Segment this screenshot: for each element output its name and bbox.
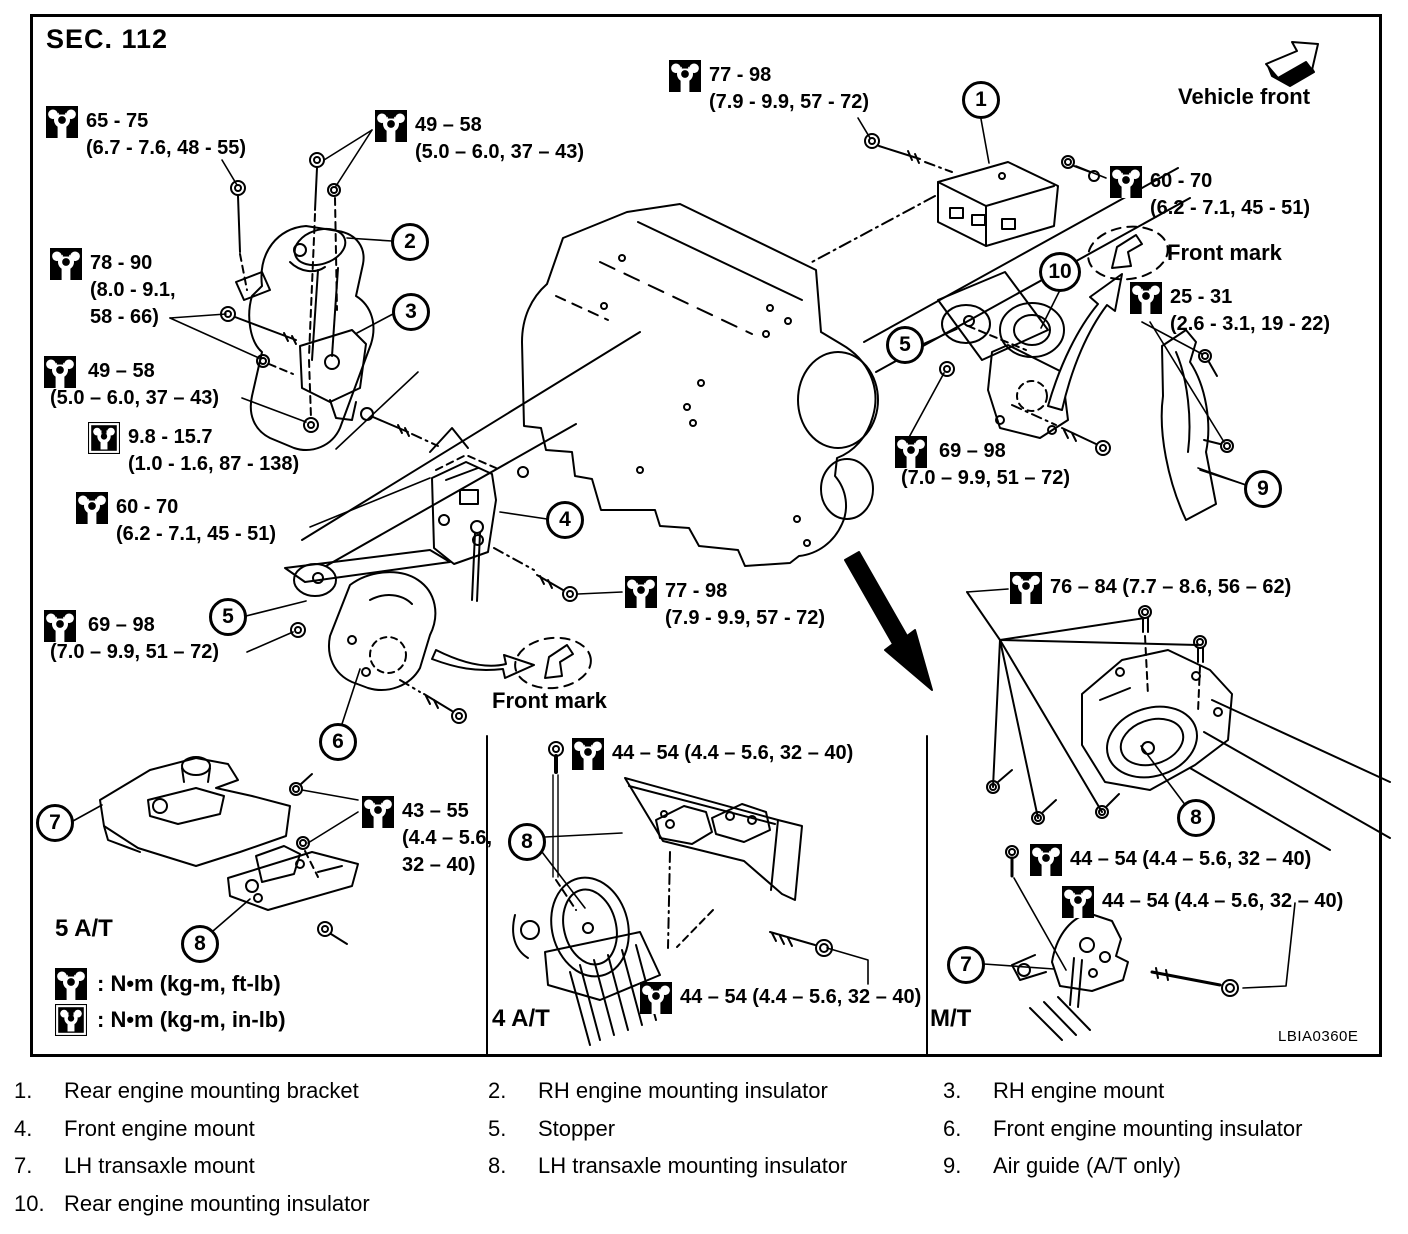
section-title: SEC. 112 bbox=[46, 24, 169, 54]
callout-5-left: 5 bbox=[209, 598, 247, 636]
part-item-10: 10.Rear engine mounting insulator bbox=[14, 1191, 370, 1216]
torque-wrench-icon bbox=[46, 106, 78, 138]
torque-wrench-icon bbox=[44, 356, 76, 388]
torque-wrench-boxed-icon bbox=[55, 1004, 87, 1036]
front-mount-assembly bbox=[284, 454, 578, 724]
torque-wrench-icon bbox=[625, 576, 657, 608]
torque-44-54-mt-2: 44 – 54 (4.4 – 5.6, 32 – 40) bbox=[1062, 886, 1343, 918]
part-item-8: 8.LH transaxle mounting insulator bbox=[488, 1153, 848, 1178]
lh-mount-mt bbox=[966, 591, 1391, 1041]
lh-mount-4at bbox=[512, 741, 833, 1046]
vehicle-front-label: Vehicle front bbox=[1178, 84, 1311, 109]
front-mark-arrow-center bbox=[431, 649, 535, 679]
torque-78-90: 78 - 90(8.0 - 9.1,58 - 66) bbox=[50, 248, 176, 331]
torque-25-31: 25 - 31(2.6 - 3.1, 19 - 22) bbox=[1130, 282, 1330, 338]
part-item-6: 6.Front engine mounting insulator bbox=[943, 1116, 1303, 1141]
torque-wrench-icon bbox=[1110, 166, 1142, 198]
torque-76-84: 76 – 84 (7.7 – 8.6, 56 – 62) bbox=[1010, 572, 1291, 604]
vehicle-front-arrow bbox=[1265, 41, 1319, 87]
torque-60-70-right: 60 - 70(6.2 - 7.1, 45 - 51) bbox=[1110, 166, 1310, 222]
torque-77-98-top: 77 - 98(7.9 - 9.9, 57 - 72) bbox=[669, 60, 869, 116]
torque-44-54-4at-bottom: 44 – 54 (4.4 – 5.6, 32 – 40) bbox=[640, 982, 921, 1014]
front-mark-label-right: Front mark bbox=[1167, 240, 1282, 265]
torque-69-98-right: 69 – 98(7.0 – 9.9, 51 – 72) bbox=[895, 436, 1070, 492]
torque-wrench-boxed-icon bbox=[88, 422, 120, 454]
torque-44-54-4at-top: 44 – 54 (4.4 – 5.6, 32 – 40) bbox=[572, 738, 853, 770]
torque-wrench-icon bbox=[76, 492, 108, 524]
part-item-9: 9.Air guide (A/T only) bbox=[943, 1153, 1181, 1178]
callout-3: 3 bbox=[392, 293, 430, 331]
callout-7-5at: 7 bbox=[36, 804, 74, 842]
callout-1: 1 bbox=[962, 81, 1000, 119]
torque-wrench-icon bbox=[55, 968, 87, 1000]
torque-wrench-icon bbox=[44, 610, 76, 642]
torque-49-58-left: 49 – 58(5.0 – 6.0, 37 – 43) bbox=[44, 356, 219, 412]
torque-wrench-icon bbox=[640, 982, 672, 1014]
part-item-4: 4.Front engine mount bbox=[14, 1116, 255, 1141]
unit-key-ftlb: : N•m (kg-m, ft-lb) bbox=[55, 968, 281, 1000]
air-guide bbox=[1160, 329, 1234, 521]
callout-2: 2 bbox=[391, 223, 429, 261]
part-item-2: 2.RH engine mounting insulator bbox=[488, 1078, 828, 1103]
mt-pointer-arrow bbox=[844, 551, 933, 691]
leader-lines bbox=[72, 117, 1296, 989]
callout-8-4at: 8 bbox=[508, 823, 546, 861]
callout-5-right: 5 bbox=[886, 326, 924, 364]
torque-44-54-mt-1: 44 – 54 (4.4 – 5.6, 32 – 40) bbox=[1030, 844, 1311, 876]
torque-43-55: 43 – 55(4.4 – 5.6,32 – 40) bbox=[362, 796, 492, 879]
label-mt: M/T bbox=[930, 1005, 972, 1032]
torque-wrench-icon bbox=[1030, 844, 1062, 876]
image-code: LBIA0360E bbox=[1278, 1028, 1359, 1045]
torque-9.8-15.7: 9.8 - 15.7(1.0 - 1.6, 87 - 138) bbox=[88, 422, 299, 478]
torque-77-98-mid: 77 - 98(7.9 - 9.9, 57 - 72) bbox=[625, 576, 825, 632]
torque-wrench-icon bbox=[669, 60, 701, 92]
torque-wrench-icon bbox=[1010, 572, 1042, 604]
torque-wrench-icon bbox=[375, 110, 407, 142]
torque-65-75: 65 - 75(6.7 - 7.6, 48 - 55) bbox=[46, 106, 246, 162]
unit-key-inlb: : N•m (kg-m, in-lb) bbox=[55, 1004, 286, 1036]
callout-4: 4 bbox=[546, 501, 584, 539]
torque-wrench-icon bbox=[1130, 282, 1162, 314]
torque-wrench-icon bbox=[572, 738, 604, 770]
diagram-border bbox=[30, 14, 1382, 1057]
callout-10: 10 bbox=[1039, 252, 1081, 292]
engine-block bbox=[521, 203, 879, 567]
part-item-1: 1.Rear engine mounting bracket bbox=[14, 1078, 359, 1103]
torque-wrench-icon bbox=[895, 436, 927, 468]
torque-49-58-top: 49 – 58(5.0 – 6.0, 37 – 43) bbox=[375, 110, 584, 166]
callout-6: 6 bbox=[319, 723, 357, 761]
front-mark-right bbox=[1087, 225, 1169, 281]
torque-wrench-icon bbox=[50, 248, 82, 280]
part-item-3: 3.RH engine mount bbox=[943, 1078, 1165, 1103]
torque-wrench-icon bbox=[1062, 886, 1094, 918]
callout-8-5at: 8 bbox=[181, 925, 219, 963]
front-mark-label-center: Front mark bbox=[492, 688, 607, 713]
callout-9: 9 bbox=[1244, 470, 1282, 508]
torque-69-98-left: 69 – 98(7.0 – 9.9, 51 – 72) bbox=[44, 610, 219, 666]
lh-mount-5at bbox=[99, 756, 359, 945]
torque-wrench-icon bbox=[362, 796, 394, 828]
label-4at: 4 A/T bbox=[492, 1005, 550, 1032]
callout-8-mt: 8 bbox=[1177, 799, 1215, 837]
part-item-5: 5.Stopper bbox=[488, 1116, 616, 1141]
label-5at: 5 A/T bbox=[55, 915, 113, 942]
rear-mount-assembly bbox=[937, 271, 1123, 456]
torque-60-70-left: 60 - 70(6.2 - 7.1, 45 - 51) bbox=[76, 492, 276, 548]
callout-7-mt: 7 bbox=[947, 946, 985, 984]
front-mark-arrow-right bbox=[1047, 273, 1123, 411]
front-mark-center bbox=[514, 636, 592, 690]
part-item-7: 7.LH transaxle mount bbox=[14, 1153, 255, 1178]
rear-bracket-assembly bbox=[811, 133, 1100, 263]
